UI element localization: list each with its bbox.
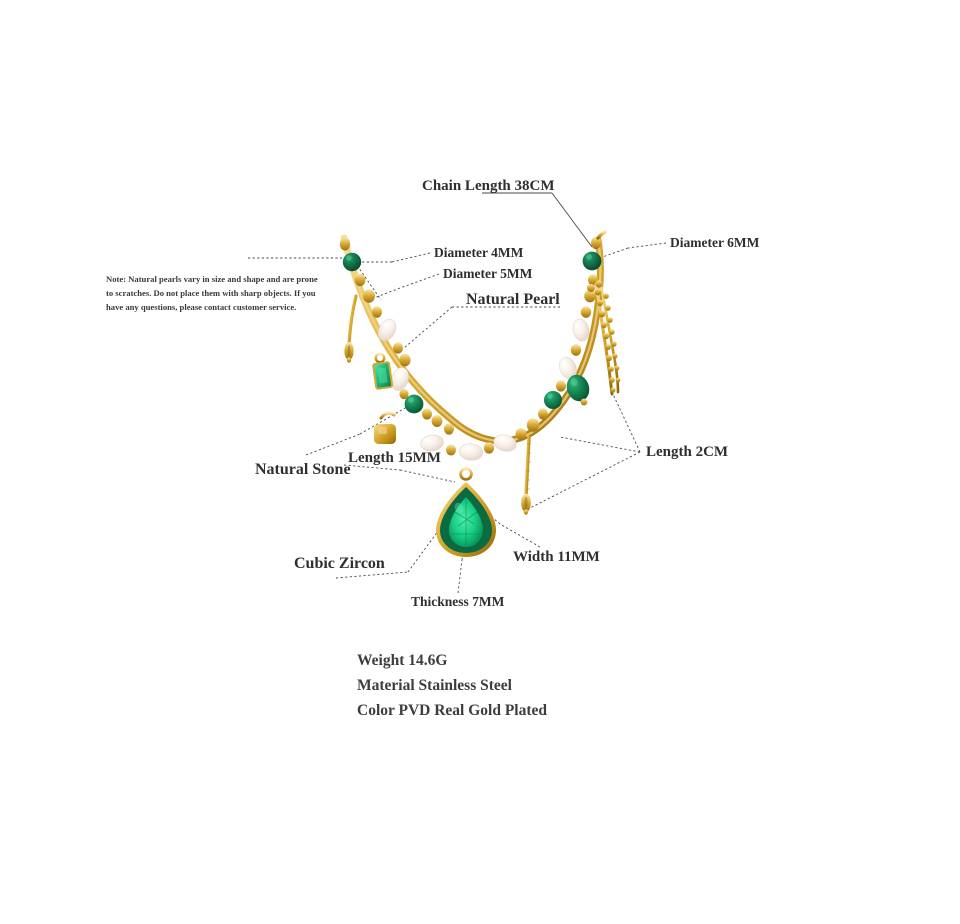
spec-list: Weight 14.6G Material Stainless Steel Co…: [357, 648, 547, 723]
callout-cubic-zircon: Cubic Zircon: [294, 555, 385, 572]
right-extension-chain: [521, 435, 531, 515]
callout-thickness-7mm: Thickness 7MM: [411, 594, 505, 609]
baguette-charm: [372, 352, 394, 390]
callout-diameter-5mm: Diameter 5MM: [443, 266, 533, 281]
callout-chain-length: Chain Length 38CM: [422, 178, 555, 194]
callout-natural-stone: Natural Stone: [255, 461, 351, 478]
callout-diameter-4mm: Diameter 4MM: [434, 245, 524, 260]
spec-weight: Weight 14.6G: [357, 652, 448, 669]
callout-length-15mm: Length 15MM: [348, 450, 441, 466]
callout-natural-pearl: Natural Pearl: [466, 291, 560, 308]
callout-length-2cm: Length 2CM: [646, 444, 729, 460]
pearl-care-note: Note: Natural pearls vary in size and sh…: [106, 274, 318, 312]
left-tassel: [344, 294, 358, 363]
spec-material: Material Stainless Steel: [357, 677, 512, 695]
callout-width-11mm: Width 11MM: [513, 549, 600, 565]
emerald-teardrop-pendant: [436, 467, 496, 557]
callout-diameter-6mm: Diameter 6MM: [670, 235, 760, 250]
spec-color: Color PVD Real Gold Plated: [357, 702, 548, 720]
right-tassel: [587, 280, 621, 396]
padlock-charm: [374, 411, 396, 444]
